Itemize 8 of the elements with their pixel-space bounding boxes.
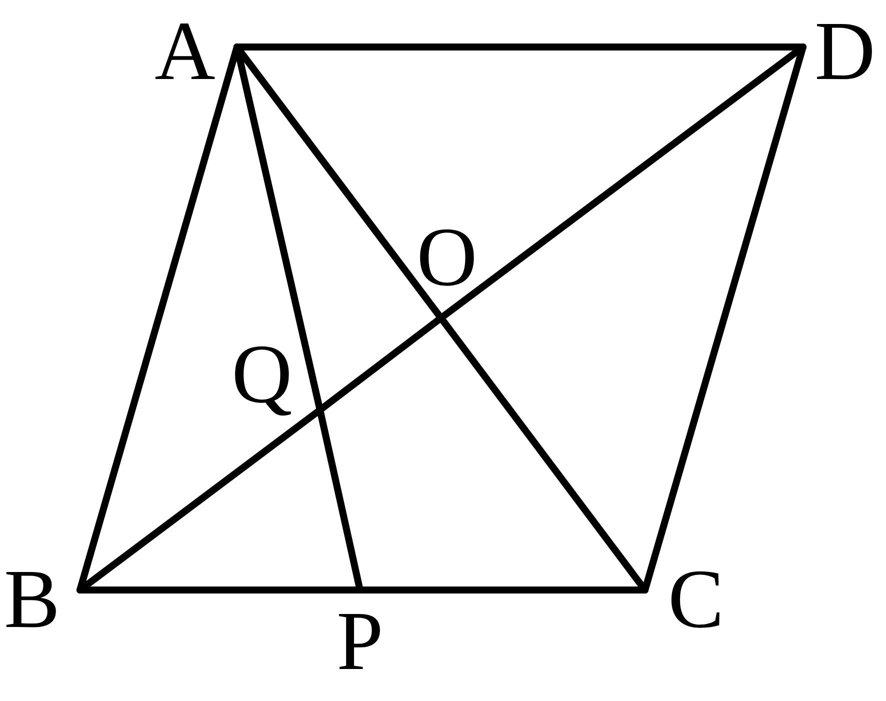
point-label: O (416, 216, 478, 300)
point-label: P (336, 600, 384, 684)
point-label: D (814, 10, 876, 94)
point-label: Q (232, 333, 292, 417)
line-segment (642, 44, 806, 594)
point-label: B (4, 558, 60, 642)
point-label: C (668, 558, 724, 642)
point-label: A (154, 10, 216, 94)
